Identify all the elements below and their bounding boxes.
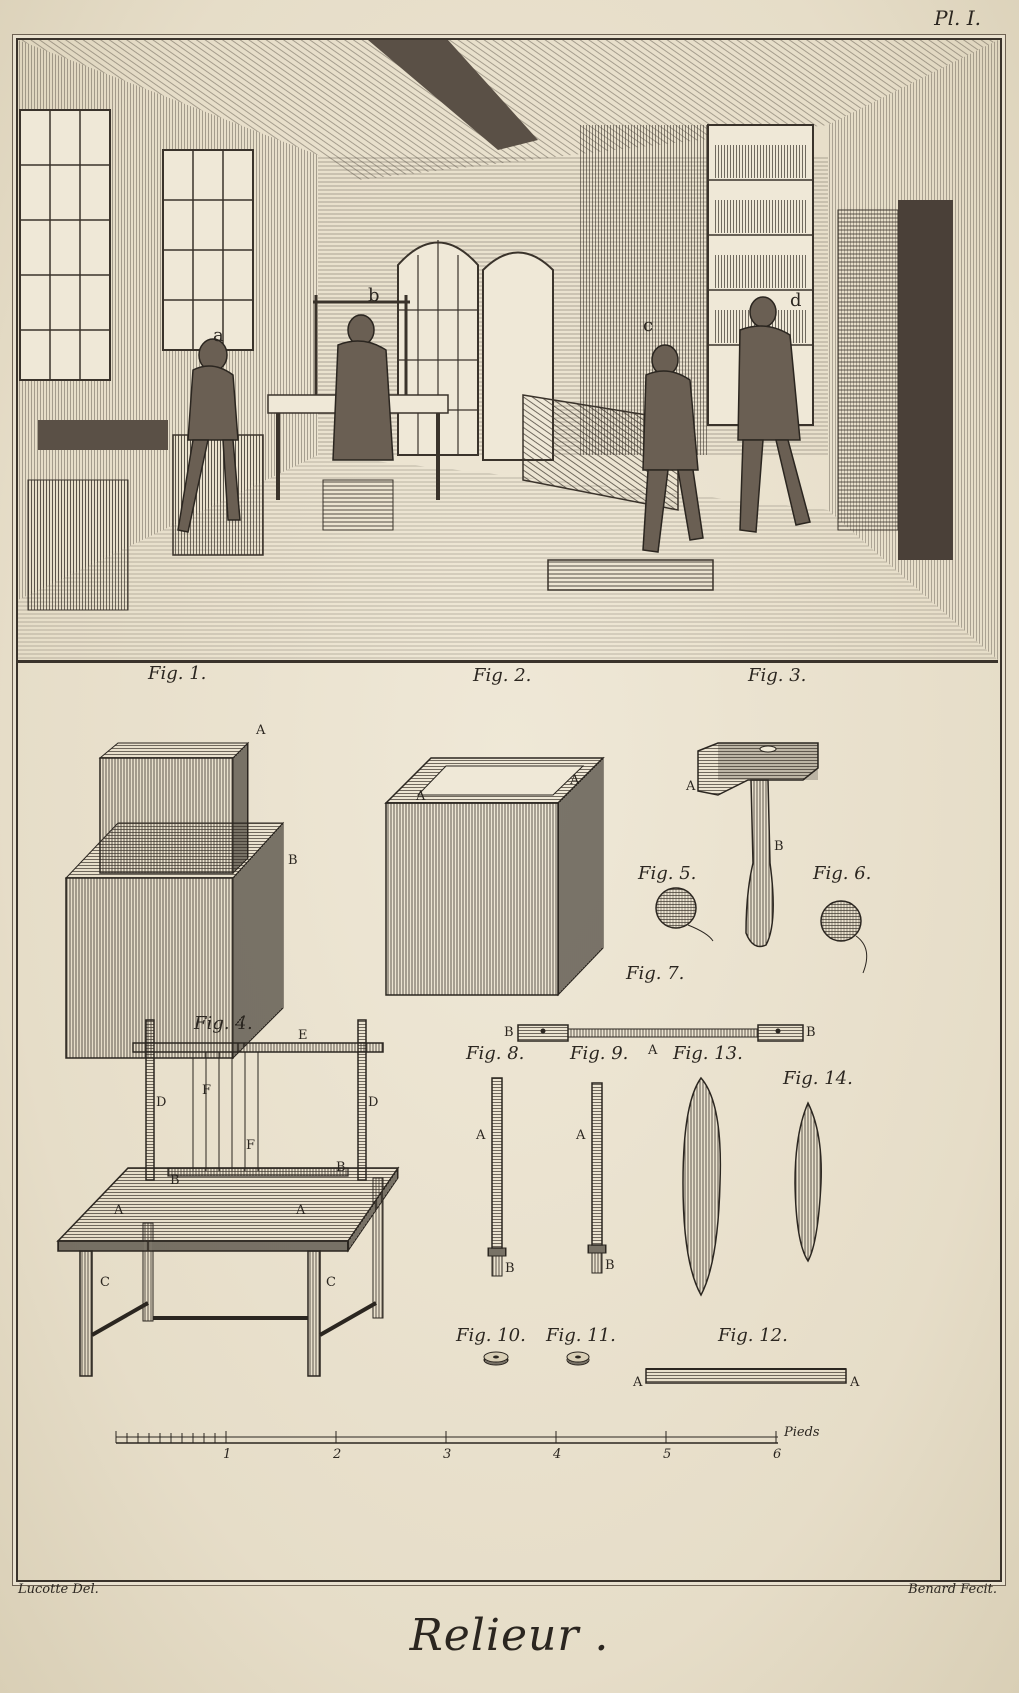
scale-tick-2: 2 xyxy=(333,1447,342,1462)
credit-engraver: Benard Fecit. xyxy=(908,1582,997,1597)
fig8-letter-a: A xyxy=(476,1128,486,1143)
fig9-label: Fig. 9. xyxy=(570,1043,629,1064)
fig7-label: Fig. 7. xyxy=(626,963,685,984)
scene-letter-c: c xyxy=(643,315,654,336)
fig1-drawing xyxy=(64,741,285,1060)
fig11-label: Fig. 11. xyxy=(546,1325,616,1346)
fig2-drawing xyxy=(384,756,605,997)
workshop-engraving xyxy=(18,40,998,660)
fig4-letter-e: E xyxy=(298,1028,308,1043)
fig4-letter-d1: D xyxy=(156,1095,167,1110)
scene-letter-b: b xyxy=(368,285,380,306)
plate-title: Relieur . xyxy=(409,1610,610,1661)
fig3-drawing xyxy=(697,742,819,948)
fig9-drawing xyxy=(587,1082,607,1274)
fig4-letter-f2: F xyxy=(246,1138,256,1153)
fig13-label: Fig. 13. xyxy=(673,1043,743,1064)
fig4-letter-a2: A xyxy=(296,1203,306,1218)
fig4-letter-c2: C xyxy=(326,1275,336,1290)
fig12-letter-a1: A xyxy=(633,1375,643,1390)
scale-tick-5: 5 xyxy=(663,1447,672,1462)
fig12-letter-a2: A xyxy=(850,1375,860,1390)
plate-border xyxy=(16,38,1002,1582)
fig14-drawing xyxy=(794,1101,822,1263)
fig9-letter-b: B xyxy=(605,1258,615,1273)
fig3-letter-b: B xyxy=(774,839,784,854)
fig12-drawing xyxy=(645,1368,847,1384)
fig2-letter-a2: A xyxy=(570,773,580,788)
figures-area: Fig. 1. A B Fig. 2. A A Fig. 3. A B Fig.… xyxy=(18,663,998,1578)
scale-tick-4: 4 xyxy=(553,1447,562,1462)
fig6-label: Fig. 6. xyxy=(813,863,872,884)
fig10-drawing xyxy=(483,1351,509,1366)
plate-number: Pl. I. xyxy=(934,6,981,30)
fig7-letter-b2: B xyxy=(806,1025,816,1040)
fig5-drawing xyxy=(655,887,714,942)
workshop-scene: a b c d xyxy=(18,40,998,663)
fig7-drawing xyxy=(517,1024,804,1042)
fig4-drawing xyxy=(56,1019,400,1377)
credit-draughtsman: Lucotte Del. xyxy=(18,1582,99,1597)
scale-bar xyxy=(115,1431,778,1444)
scale-tick-6: 6 xyxy=(773,1447,782,1462)
fig7-letter-b1: B xyxy=(504,1025,514,1040)
fig2-label: Fig. 2. xyxy=(473,665,532,686)
fig4-letter-c1: C xyxy=(100,1275,110,1290)
scale-tick-1: 1 xyxy=(223,1447,232,1462)
fig3-label: Fig. 3. xyxy=(748,665,807,686)
fig4-letter-b1: B xyxy=(170,1173,180,1188)
fig12-label: Fig. 12. xyxy=(718,1325,788,1346)
scene-letter-a: a xyxy=(213,325,224,346)
fig4-label: Fig. 4. xyxy=(194,1013,253,1034)
fig5-label: Fig. 5. xyxy=(638,863,697,884)
fig1-label: Fig. 1. xyxy=(148,663,207,684)
fig8-label: Fig. 8. xyxy=(466,1043,525,1064)
fig7-letter-a: A xyxy=(648,1043,658,1058)
fig8-letter-b: B xyxy=(505,1261,515,1276)
fig1-letter-a: A xyxy=(256,723,266,738)
fig13-drawing xyxy=(682,1076,722,1297)
fig3-letter-a: A xyxy=(686,779,696,794)
scale-tick-3: 3 xyxy=(443,1447,452,1462)
fig8-drawing xyxy=(487,1077,507,1277)
fig9-letter-a: A xyxy=(576,1128,586,1143)
fig11-drawing xyxy=(566,1351,590,1366)
fig4-letter-f1: F xyxy=(202,1083,212,1098)
fig10-label: Fig. 10. xyxy=(456,1325,526,1346)
tools-engraving xyxy=(56,741,868,1444)
scale-unit: Pieds xyxy=(784,1425,820,1440)
fig4-letter-a1: A xyxy=(114,1203,124,1218)
fig6-drawing xyxy=(820,900,868,974)
fig4-letter-b2: B xyxy=(336,1160,346,1175)
fig14-label: Fig. 14. xyxy=(783,1068,853,1089)
scene-letter-d: d xyxy=(790,290,802,311)
fig4-letter-d2: D xyxy=(368,1095,379,1110)
fig2-letter-a1: A xyxy=(416,789,426,804)
fig1-letter-b: B xyxy=(288,853,298,868)
